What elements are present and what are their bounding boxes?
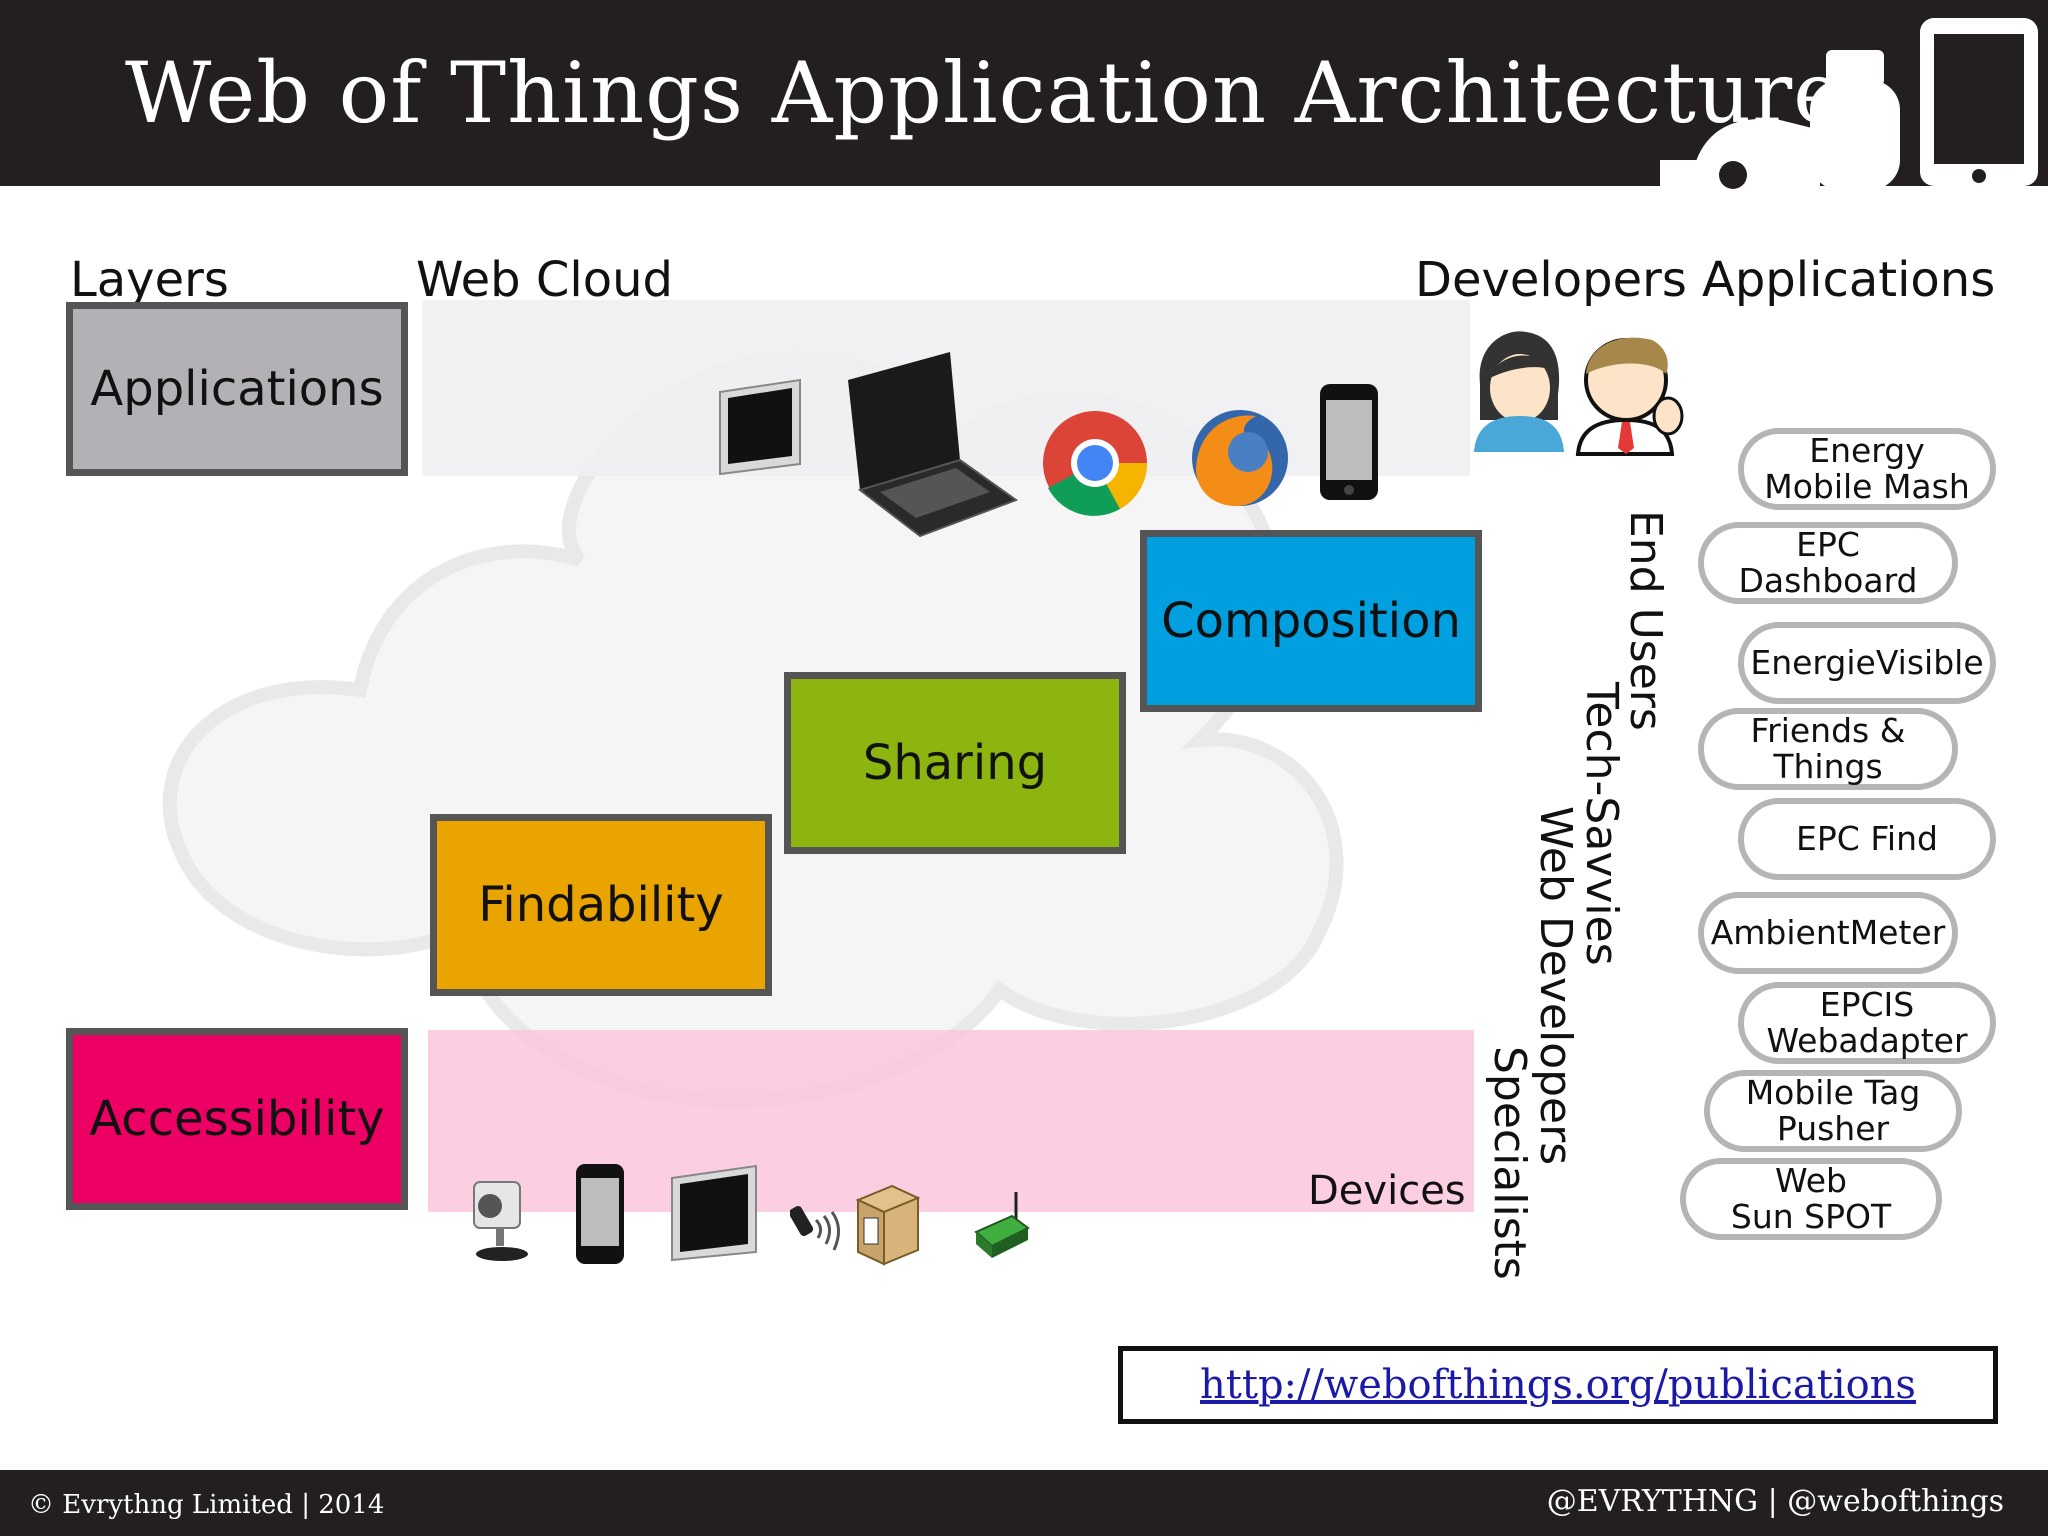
chrome-browser-icon — [1043, 411, 1148, 516]
applications-layer-box: Applications — [66, 302, 408, 476]
devices-silhouette-icon — [1660, 18, 2038, 190]
smartphone-icon — [1320, 384, 1378, 500]
copyright-text: © Evrythng Limited | 2014 — [28, 1490, 385, 1520]
specialists-label: Specialists — [1484, 1046, 1535, 1280]
app-pill-epc-find: EPC Find — [1738, 798, 1996, 880]
devices-label: Devices — [1308, 1168, 1466, 1214]
social-handles-text: @EVRYTHNG | @webofthings — [1546, 1484, 2004, 1519]
laptop-icon — [848, 352, 1019, 538]
app-pill-energy-mobile-mash: Energy Mobile Mash — [1738, 428, 1996, 510]
app-pill-ambientmeter: AmbientMeter — [1698, 892, 1958, 974]
app-pill-epcis-webadapter: EPCIS Webadapter — [1738, 982, 1996, 1064]
app-pill-friends-things: Friends & Things — [1698, 708, 1958, 790]
app-pill-mobile-tag-pusher: Mobile Tag Pusher — [1704, 1070, 1962, 1152]
app-pill-epc-dashboard: EPC Dashboard — [1698, 522, 1958, 604]
rfid-reader-icon — [790, 1205, 840, 1251]
findability-layer-box: Findability — [430, 814, 772, 996]
app-pill-web-sun-spot: Web Sun SPOT — [1680, 1158, 1942, 1240]
sharing-layer-box: Sharing — [784, 672, 1126, 854]
tech-savvies-label: Tech-Savvies — [1576, 682, 1627, 966]
device-smartphone-icon — [576, 1164, 624, 1264]
device-tablet-icon — [671, 1164, 757, 1262]
tablet-icon — [719, 378, 801, 476]
web-developers-label: Web Developers — [1530, 806, 1581, 1166]
developer-avatar-icon — [1575, 337, 1684, 456]
web-cloud-heading: Web Cloud — [416, 252, 674, 308]
slide-title: Web of Things Application Architecture — [125, 44, 1844, 142]
publications-link-box: http://webofthings.org/publications — [1118, 1346, 1998, 1424]
app-pill-energievisible: EnergieVisible — [1738, 622, 1996, 704]
ip-camera-icon — [473, 1181, 528, 1261]
header-bar: Web of Things Application Architecture — [0, 0, 2048, 190]
sensor-node-icon — [974, 1192, 1030, 1258]
applications-heading: Applications — [1702, 252, 1996, 308]
layers-heading: Layers — [70, 252, 229, 308]
publications-link[interactable]: http://webofthings.org/publications — [1200, 1362, 1916, 1408]
end-user-avatar-icon — [1474, 331, 1564, 452]
footer-bar: © Evrythng Limited | 2014 @EVRYTHNG | @w… — [0, 1470, 2048, 1536]
developers-heading: Developers — [1415, 252, 1687, 308]
end-users-label: End Users — [1620, 510, 1671, 731]
accessibility-layer-box: Accessibility — [66, 1028, 408, 1210]
composition-layer-box: Composition — [1140, 530, 1482, 712]
firefox-browser-icon — [1192, 410, 1288, 506]
tagged-package-icon — [855, 1184, 921, 1266]
